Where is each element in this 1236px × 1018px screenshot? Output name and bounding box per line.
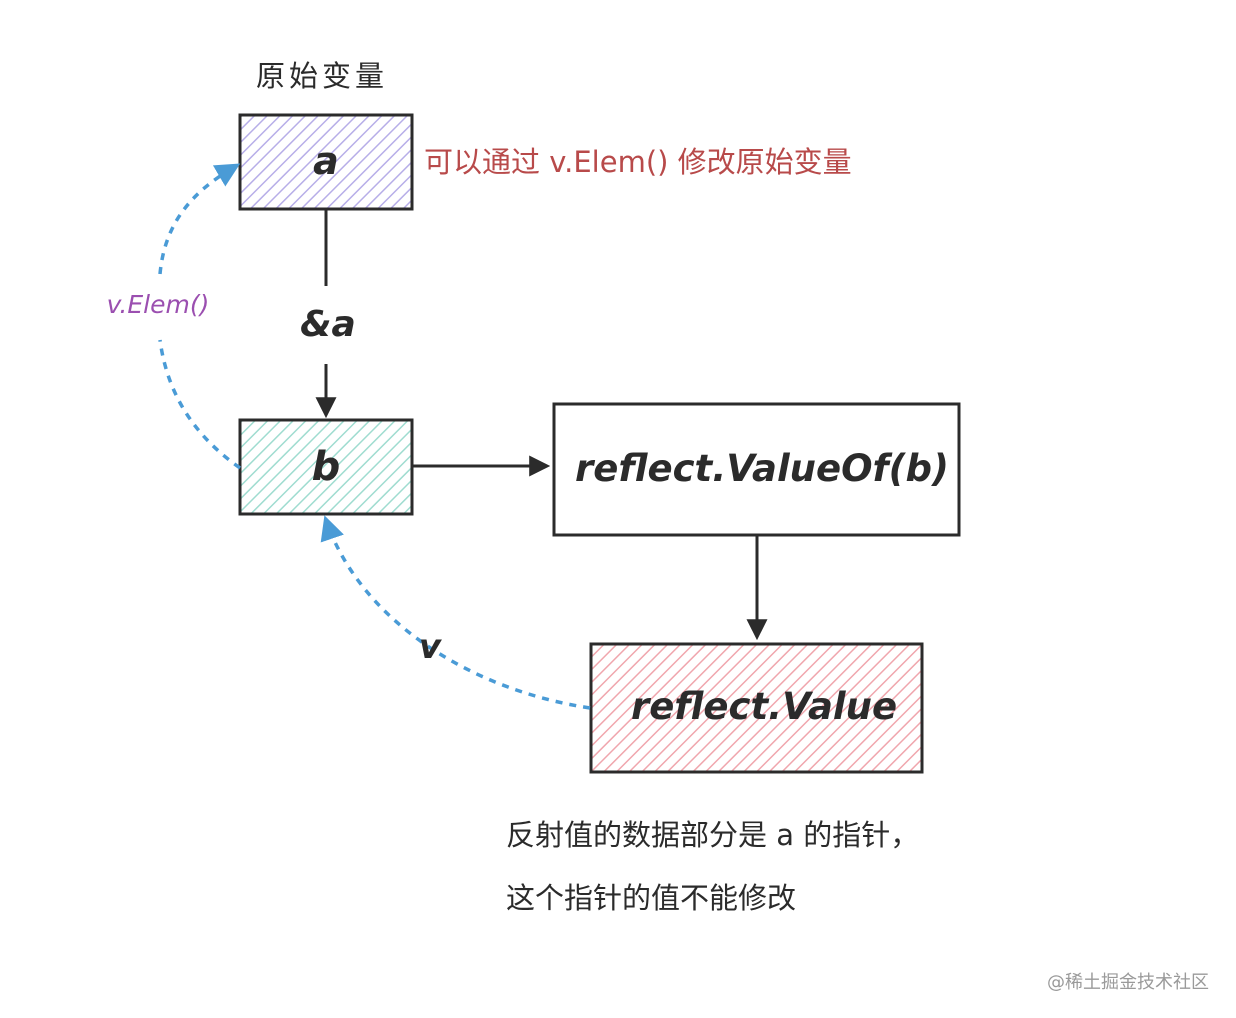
- elem-arrow-lower: [158, 339, 242, 470]
- box-value: reflect.Value: [589, 642, 924, 774]
- elem-arrow-label: v.Elem(): [107, 290, 210, 319]
- box-b: b: [238, 418, 414, 516]
- box-a: a: [238, 113, 414, 211]
- elem-arrow-upper: [158, 163, 241, 275]
- note-modify-via-elem: 可以通过 v.Elem() 修改原始变量: [424, 145, 852, 179]
- heading-original-variable: 原始变量: [256, 59, 388, 93]
- note-pointer-line1: 反射值的数据部分是 a 的指针，: [506, 818, 919, 852]
- box-a-label: a: [313, 139, 339, 183]
- box-valueof: reflect.ValueOf(b): [552, 402, 961, 537]
- v-arrow-label: v: [419, 627, 443, 667]
- edge-a-to-b-label: &a: [300, 304, 356, 345]
- box-valueof-label: reflect.ValueOf(b): [575, 447, 949, 490]
- box-b-label: b: [312, 444, 341, 490]
- box-value-label: reflect.Value: [631, 685, 897, 728]
- note-pointer-line2: 这个指针的值不能修改: [506, 881, 796, 915]
- v-arrow: [320, 515, 591, 710]
- watermark: @稀土掘金技术社区: [1047, 972, 1209, 993]
